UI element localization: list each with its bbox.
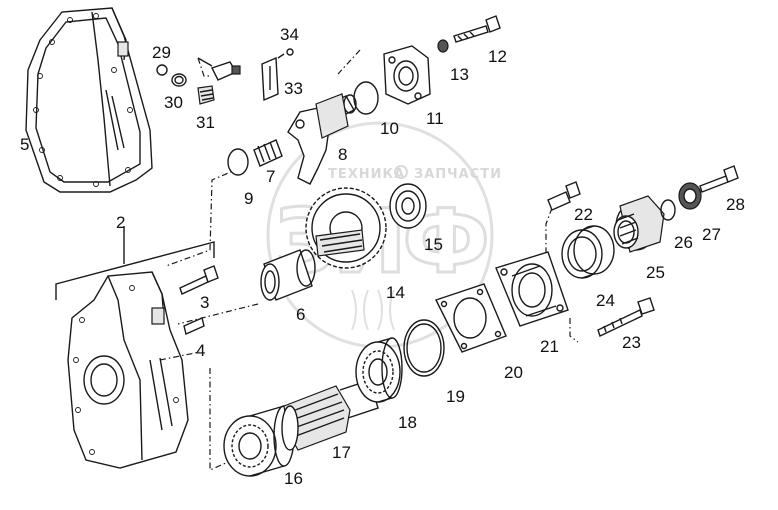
part-bolt-12 xyxy=(453,15,501,43)
part-pin-4 xyxy=(183,317,205,335)
callout-8: 8 xyxy=(338,145,347,164)
part-bolt-23 xyxy=(597,297,655,337)
callout-25: 25 xyxy=(646,263,665,282)
part-housing-cover xyxy=(25,7,153,193)
part-bushing-6 xyxy=(260,249,316,301)
part-spring-7 xyxy=(253,139,283,167)
part-shift-fork-8 xyxy=(287,93,357,185)
part-bearing-housing-25 xyxy=(613,195,665,253)
callout-12: 12 xyxy=(488,47,507,66)
part-bolt-3 xyxy=(179,265,219,295)
part-cover-21 xyxy=(495,251,569,327)
part-ring-26 xyxy=(660,199,676,221)
callout-27: 27 xyxy=(702,225,721,244)
part-gear-14 xyxy=(305,187,387,269)
watermark-text-right: ЗАПЧАСТИ xyxy=(414,167,502,182)
callout-15: 15 xyxy=(424,235,443,254)
callout-bracket-2 xyxy=(55,226,215,300)
callout-24: 24 xyxy=(596,291,615,310)
part-ring-19 xyxy=(403,319,445,377)
callout-3: 3 xyxy=(200,293,209,312)
part-bearing-cap-11 xyxy=(383,45,431,105)
callout-13: 13 xyxy=(450,65,469,84)
wheat-icon xyxy=(351,289,395,331)
callout-34: 34 xyxy=(280,25,299,44)
callout-labels: 2 3 4 5 6 7 8 9 10 11 12 13 14 15 16 17 … xyxy=(20,25,745,488)
part-washer-9 xyxy=(227,148,249,176)
part-plug-31 xyxy=(197,85,215,105)
callout-33: 33 xyxy=(284,79,303,98)
watermark-text-left: ТЕХНИКА xyxy=(328,167,405,182)
callout-16: 16 xyxy=(284,469,303,488)
part-gearbox-housing xyxy=(67,271,189,469)
callout-23: 23 xyxy=(622,333,641,352)
part-bolt-22 xyxy=(547,181,581,211)
callout-14: 14 xyxy=(386,283,405,302)
callout-26: 26 xyxy=(674,233,693,252)
callout-22: 22 xyxy=(574,205,593,224)
part-seal-24 xyxy=(561,225,615,279)
callout-5: 5 xyxy=(20,135,29,154)
part-sensor xyxy=(197,57,241,81)
part-washer-13 xyxy=(437,39,449,53)
callout-29: 29 xyxy=(152,43,171,62)
callout-18: 18 xyxy=(398,413,417,432)
part-plate-33 xyxy=(261,56,279,102)
part-oring-30 xyxy=(171,73,187,87)
part-oring-10 xyxy=(353,81,379,115)
part-bolt-28 xyxy=(699,165,739,193)
callout-31: 31 xyxy=(196,113,215,132)
callout-4: 4 xyxy=(196,341,205,360)
callout-11: 11 xyxy=(426,109,444,128)
gear-icon xyxy=(394,165,408,179)
part-nut-27 xyxy=(678,182,702,210)
callout-19: 19 xyxy=(446,387,465,406)
part-gasket-20 xyxy=(435,283,507,353)
callout-20: 20 xyxy=(504,363,523,382)
callout-21: 21 xyxy=(540,337,559,356)
part-bearing-15 xyxy=(389,183,427,229)
callout-10: 10 xyxy=(380,119,399,138)
callout-2: 2 xyxy=(116,213,125,232)
callout-17: 17 xyxy=(332,443,351,462)
callout-9: 9 xyxy=(244,189,253,208)
part-bearing-18 xyxy=(355,337,403,403)
part-shaft-17 xyxy=(281,379,379,451)
callout-30: 30 xyxy=(164,93,183,112)
callout-6: 6 xyxy=(296,305,305,324)
callout-7: 7 xyxy=(266,167,275,186)
assembly-lines xyxy=(159,49,579,471)
callout-28: 28 xyxy=(726,195,745,214)
part-bolt-34 xyxy=(277,48,294,59)
part-ball-29 xyxy=(156,64,168,76)
